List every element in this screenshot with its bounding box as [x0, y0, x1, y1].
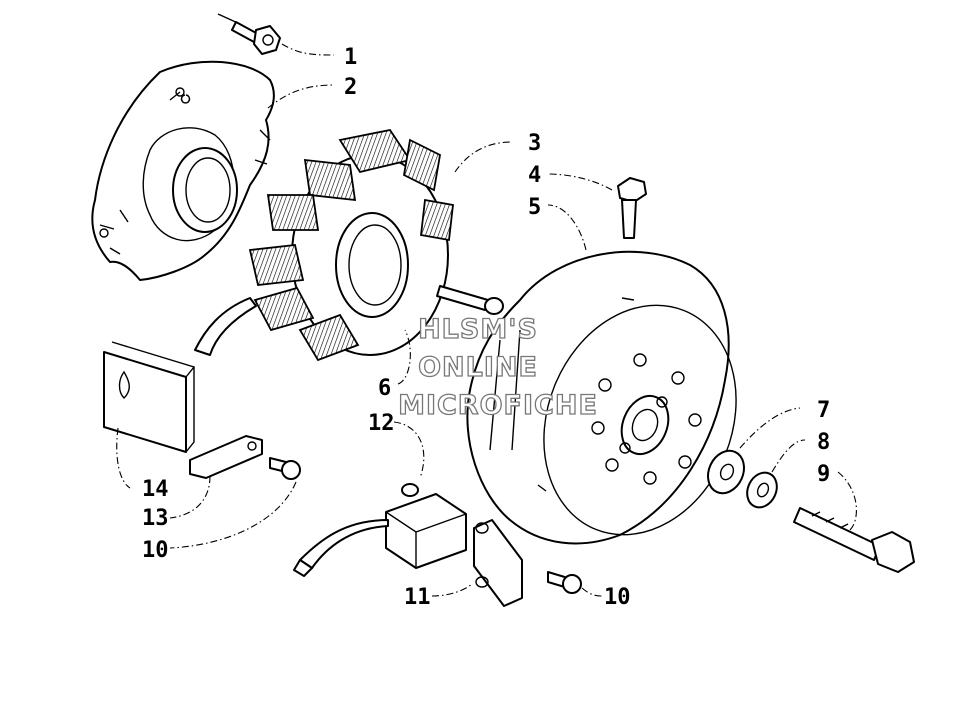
callout-11: 11 — [404, 585, 431, 610]
callout-7: 7 — [817, 398, 830, 423]
part-10-screw-left — [269, 457, 301, 480]
part-4-bolt — [617, 177, 647, 239]
part-8-lockwasher — [746, 471, 778, 509]
part-5-flywheel — [466, 250, 737, 545]
callout-3: 3 — [528, 131, 541, 156]
callout-10-right: 10 — [604, 585, 631, 610]
part-10-screw-right — [547, 571, 582, 594]
part-14-plate — [103, 341, 196, 453]
part-1-bolt — [217, 13, 281, 55]
part-2-housing — [91, 60, 275, 281]
callout-9: 9 — [817, 462, 830, 487]
part-12-pickup — [293, 483, 467, 577]
leader-lines — [116, 43, 857, 597]
part-7-washer — [707, 449, 745, 495]
callout-12: 12 — [368, 411, 395, 436]
callout-8: 8 — [817, 430, 830, 455]
callout-13: 13 — [142, 506, 169, 531]
part-11-bracket — [473, 519, 523, 607]
callout-14: 14 — [142, 477, 169, 502]
callout-4: 4 — [528, 163, 541, 188]
callout-6: 6 — [378, 376, 391, 401]
part-3-stator — [194, 128, 454, 362]
watermark-line-1: HLSM'S — [418, 314, 538, 345]
watermark-line-3: MICROFICHE — [398, 390, 598, 421]
callout-2: 2 — [344, 75, 357, 100]
part-6-bolt — [436, 285, 504, 315]
watermark: HLSM'S ONLINE MICROFICHE — [397, 313, 598, 421]
callout-10-left: 10 — [142, 538, 169, 563]
watermark-line-2: ONLINE — [418, 352, 538, 383]
part-13-bracket — [189, 435, 263, 479]
callout-5: 5 — [528, 195, 541, 220]
callout-labels: 1 2 3 4 5 6 7 8 9 10 10 11 12 13 14 — [142, 45, 830, 610]
part-9-bolt — [793, 507, 915, 573]
callout-1: 1 — [344, 45, 357, 70]
